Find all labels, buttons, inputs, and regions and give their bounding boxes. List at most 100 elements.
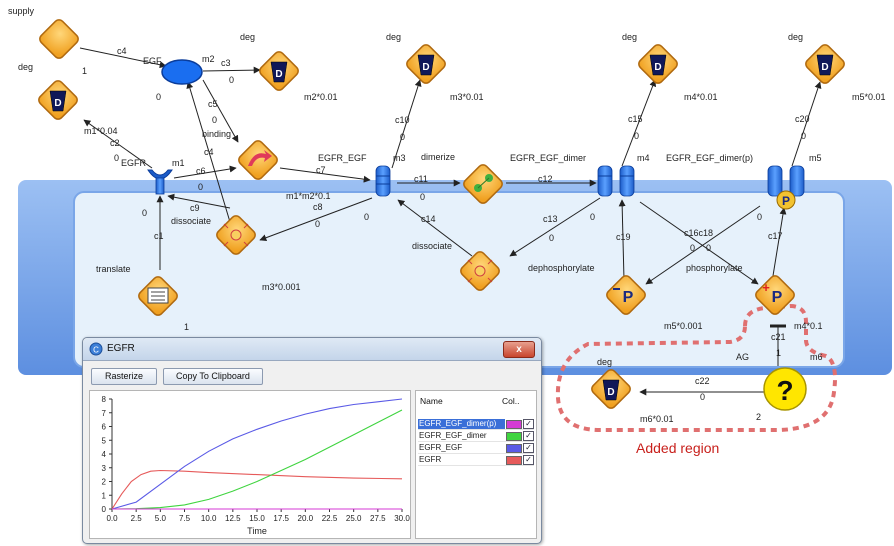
arrow-c10[interactable] [391,79,422,169]
legend-visibility-checkbox[interactable]: ✓ [523,455,534,465]
label-c14: c14 [421,214,436,224]
arrow-c8[interactable] [259,197,373,242]
arrow-c5[interactable] [202,79,239,143]
arrow-c18[interactable] [639,201,759,285]
egfr-receptor-node[interactable] [147,169,173,195]
legend-row[interactable]: EGFR_EGF_dimer(p) ✓ [418,419,534,430]
label-m4: m4 [637,153,650,163]
label-c9: c9 [190,203,200,213]
label-m4-01-rate: m4*0.1 [794,321,823,331]
label-egfr: EGFR [121,158,147,168]
legend-color-swatch[interactable] [506,456,522,465]
dephosphorylate-process-node[interactable]: P [605,274,647,316]
label-deg-4: deg [622,32,638,42]
y-tick-label: 4 [102,450,107,459]
label-m3-001-rate: m3*0.001 [262,282,301,292]
app-icon: C [89,342,103,356]
x-tick-label: 5.0 [155,514,167,523]
label-c1: c1 [154,231,164,241]
label-egfr-count: 0 [142,208,148,218]
deg-node-1[interactable]: D [37,79,79,121]
arrow-c13[interactable] [509,197,601,257]
arrow-c7[interactable] [279,167,371,183]
deg-node-6[interactable]: D [590,368,632,410]
arrow-c4[interactable] [79,47,167,69]
trash-icon [417,54,435,76]
x-tick-label: 25.0 [346,514,362,523]
series-line-egfr [111,469,403,510]
legend-row[interactable]: EGFR ✓ [418,455,534,466]
phosphorylate-process-node[interactable]: P + [754,274,796,316]
egfr-egf-receptor-node[interactable] [375,165,391,197]
legend-row[interactable]: EGFR_EGF_dimer ✓ [418,431,534,442]
label-c15-zero: 0 [634,131,640,141]
arrow-c2[interactable] [83,119,153,169]
supply-node[interactable] [38,18,80,60]
label-c7: c7 [316,165,326,175]
x-tick-label: 20.0 [298,514,314,523]
arrow-c20[interactable] [791,81,822,167]
dissociate-process-node-1[interactable] [215,214,257,256]
legend-row[interactable]: EGFR_EGF ✓ [418,443,534,454]
egf-species-node[interactable] [161,59,203,85]
legend-visibility-checkbox[interactable]: ✓ [523,443,534,453]
arrow-c17[interactable] [771,207,787,283]
arrow-c3[interactable] [202,66,261,74]
trash-icon [270,61,288,83]
trash-icon [816,54,834,76]
label-c16c18: c16c18 [684,228,714,238]
arrow-c14[interactable] [397,199,473,257]
dissociate-process-node-2[interactable] [459,250,501,292]
x-tick-label: 15.0 [249,514,265,523]
legend-header-col: Col.. [502,396,520,406]
rasterize-button[interactable]: Rasterize [91,368,157,385]
svg-text:D: D [654,62,661,73]
label-egfr-egf-dimer-p: EGFR_EGF_dimer(p) [666,153,754,163]
series-line-egfr-egf [111,398,403,510]
egfr-egf-dimer-receptor-node[interactable] [597,165,635,197]
label-c15: c15 [628,114,643,124]
arrow-c6[interactable] [173,165,237,179]
egfr-egf-dimer-p-receptor-node[interactable]: P [767,165,805,210]
arrow-c15[interactable] [621,79,657,167]
copy-to-clipboard-button[interactable]: Copy To Clipboard [163,368,263,385]
arrow-c9[interactable] [167,193,231,209]
legend-color-swatch[interactable] [506,420,522,429]
dimerize-process-node[interactable] [462,163,504,205]
label-egfr-egf: EGFR_EGF [318,153,367,163]
x-tick-label: 17.5 [273,514,289,523]
svg-text:D: D [275,69,282,80]
binding-process-node[interactable] [237,139,279,181]
legend-row-name: EGFR_EGF_dimer(p) [418,419,505,429]
translate-process-node[interactable] [137,275,179,317]
label-c22: c22 [695,376,710,386]
label-egfr-egf-dimer: EGFR_EGF_dimer [510,153,587,163]
arrow-c4b[interactable] [186,81,231,223]
label-egfr-egf-dimer-count: 0 [590,212,596,222]
deg-node-4[interactable]: D [637,43,679,85]
label-deg-5: deg [788,32,804,42]
label-binding: binding [202,129,232,139]
window-titlebar[interactable]: C EGFR x [83,338,541,361]
deg-node-2[interactable]: D [258,50,300,92]
close-button[interactable]: x [503,341,535,358]
ag-unknown-node[interactable]: ? [763,367,807,411]
legend-color-swatch[interactable] [506,444,522,453]
label-c4b: c4 [204,147,214,157]
deg-node-3[interactable]: D [405,43,447,85]
arrow-c19[interactable] [618,199,626,281]
legend-color-swatch[interactable] [506,432,522,441]
y-tick-label: 6 [102,423,107,432]
label-m5-0001-rate: m5*0.001 [664,321,703,331]
arrow-c16[interactable] [645,205,761,285]
label-c11: c11 [414,174,428,184]
legend-visibility-checkbox[interactable]: ✓ [523,419,534,429]
y-tick-label: 7 [102,409,107,418]
deg-node-5[interactable]: D [804,43,846,85]
species-legend: Name Col.. EGFR_EGF_dimer(p) ✓ EGFR_EGF_… [415,390,537,539]
label-c11-zero: 0 [420,192,426,202]
legend-visibility-checkbox[interactable]: ✓ [523,431,534,441]
svg-text:D: D [54,98,61,109]
